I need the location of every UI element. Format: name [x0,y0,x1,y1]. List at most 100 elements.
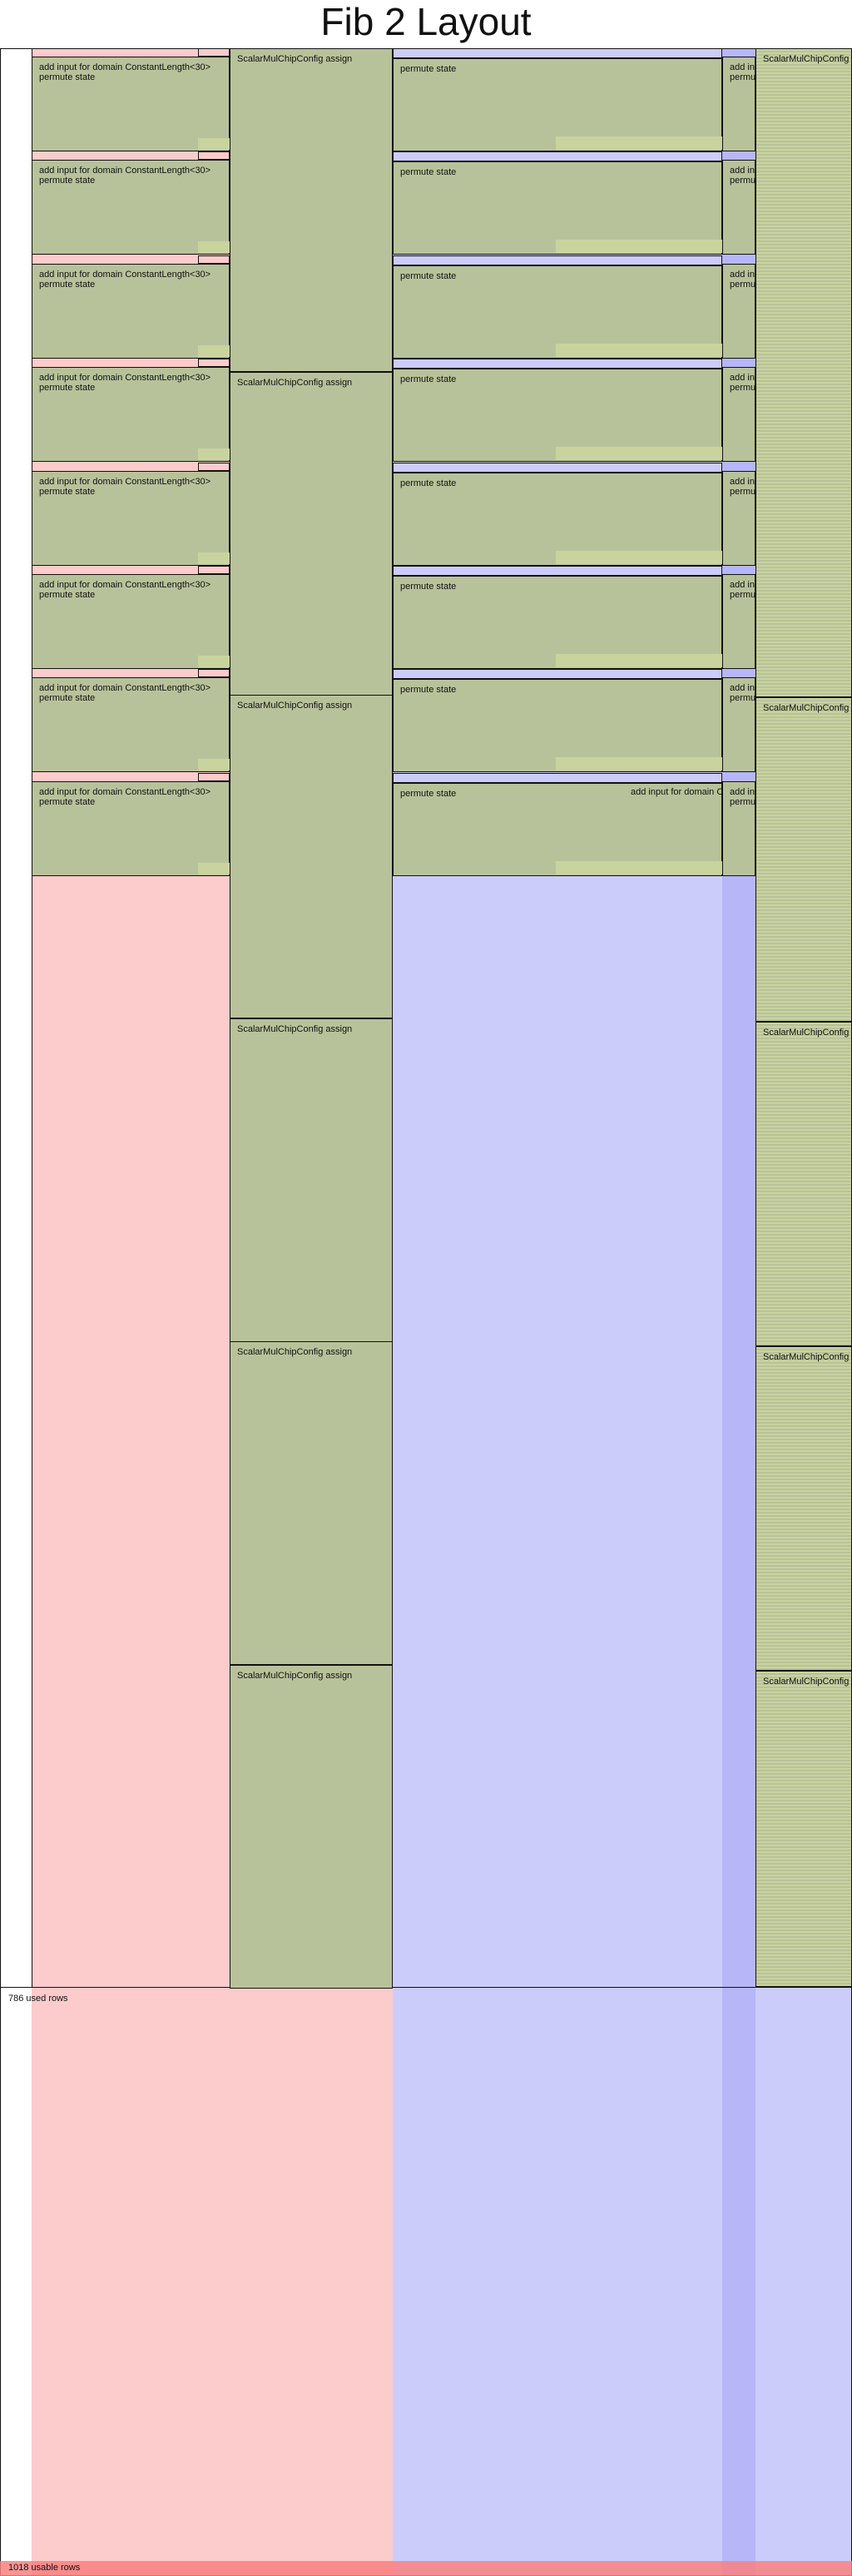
permute-region: permute state [393,473,722,566]
scalar-mul-right-region: ScalarMulChipConfig assign [755,1346,852,1671]
scalar-mul-right-region: ScalarMulChipConfig assign [755,697,852,1022]
add-input-narrow-region-label: add input for domain ConstantLength<30> [730,787,755,797]
add-input-narrow-region-sublabel: permute state [730,383,755,393]
add-input-region: add input for domain ConstantLength<30>p… [32,574,230,669]
add-input-separator [198,151,230,160]
add-input-region-sublabel: permute state [39,280,96,290]
add-input-region-sublabel: permute state [39,590,96,600]
permute-region-label: permute state [400,271,457,281]
add-input-region-label: add input for domain ConstantLength<30> [39,166,211,176]
add-input-narrow-region: add input for domain ConstantLength<30>p… [722,677,755,772]
usable-rows-label: 1018 usable rows [8,2563,81,2573]
region-shade [556,757,722,770]
add-input-separator [198,48,230,57]
used-rows-line [0,1987,852,1988]
scalar-mul-right-region: ScalarMulChipConfig assign [755,48,852,697]
add-input-narrow-region-label: add input for domain ConstantLength<30> [730,166,755,176]
scalar-mul-region: ScalarMulChipConfig assign [230,1341,393,1665]
add-input-region-sublabel: permute state [39,797,96,807]
add-input-narrow-region-label: add input for domain ConstantLength<30> [730,683,755,693]
add-input-narrow-region-label: add input for domain ConstantLength<30> [730,477,755,487]
used-rows-label: 786 used rows [8,1994,68,2004]
region-shade [198,759,230,770]
permute-region-label: permute state [400,167,457,177]
permute-region: permute state [393,679,722,772]
permute-region: permute state [393,161,722,255]
scalar-mul-right-region-label: ScalarMulChipConfig assign [763,1352,851,1362]
add-input-separator [198,359,230,367]
scalar-mul-right-region-label: ScalarMulChipConfig assign [763,1028,851,1038]
permute-header [393,151,722,161]
add-input-region-label: add input for domain ConstantLength<30> [39,477,211,487]
permute-region: permute state [393,576,722,669]
scalar-mul-region-label: ScalarMulChipConfig assign [237,378,353,388]
add-input-region-label: add input for domain ConstantLength<30> [39,270,211,280]
scalar-mul-region: ScalarMulChipConfig assign [230,1665,393,1989]
region-shade [198,241,230,253]
permute-region: permute state [393,369,722,462]
region-shade [198,345,230,357]
add-input-region: add input for domain ConstantLength<30>p… [32,160,230,255]
add-input-region-label: add input for domain ConstantLength<30> [39,787,211,797]
advice-column-1 [32,48,230,2576]
add-input-narrow-region-sublabel: permute state [730,797,755,807]
region-shade [198,138,230,150]
add-input-region-label: add input for domain ConstantLength<30> [39,373,211,383]
add-input-region-sublabel: permute state [39,176,96,186]
scalar-mul-region-label: ScalarMulChipConfig assign [237,1671,353,1681]
add-input-narrow-region-sublabel: permute state [730,487,755,497]
permute-region-label: permute state [400,374,457,384]
add-input-separator [198,669,230,677]
scalar-mul-region-label: ScalarMulChipConfig assign [237,1347,353,1357]
add-input-separator [198,566,230,574]
add-input-separator [198,255,230,264]
add-input-narrow-region-sublabel: permute state [730,72,755,82]
add-input-narrow-region: add input for domain ConstantLength<30>p… [722,574,755,669]
add-input-narrow-region: add input for domain ConstantLength<30>p… [722,367,755,462]
add-input-narrow-region-label: add input for domain ConstantLength<30> [730,270,755,280]
scalar-mul-right-region-label: ScalarMulChipConfig assign [763,54,851,64]
add-input-region-sublabel: permute state [39,72,96,82]
diagram-title: Fib 2 Layout [320,0,532,43]
region-shade [198,656,230,667]
region-shade [556,136,722,150]
add-input-region-label: add input for domain ConstantLength<30> [39,580,211,590]
permute-region-label: permute state [400,478,457,488]
scalar-mul-region: ScalarMulChipConfig assign [230,372,393,696]
permute-region-label: permute state [400,789,457,799]
scalar-mul-right-region: ScalarMulChipConfig assign [755,1022,852,1346]
region-shade [556,551,722,564]
add-input-narrow-region-label: add input for domain ConstantLength<30> [730,62,755,72]
permute-header [393,773,722,783]
permute-header [393,463,722,473]
permute-header [393,359,722,369]
permute-header [393,255,722,265]
add-input-narrow-region-sublabel: permute state [730,280,755,290]
permute-region: permute state [393,265,722,359]
add-input-narrow-region-sublabel: permute state [730,693,755,703]
region-shade [198,448,230,460]
add-input-region: add input for domain ConstantLength<30>p… [32,677,230,772]
scalar-mul-region: ScalarMulChipConfig assign [230,695,393,1018]
unusable-rows-band [0,2561,852,2576]
permute-header [393,566,722,576]
add-input-narrow-region-sublabel: permute state [730,176,755,186]
scalar-mul-region-label: ScalarMulChipConfig assign [237,1024,353,1034]
region-shade [556,654,722,667]
scalar-mul-right-region-label: ScalarMulChipConfig assign [763,1677,851,1687]
scalar-mul-region-label: ScalarMulChipConfig assign [237,54,353,64]
scalar-mul-region-label: ScalarMulChipConfig assign [237,701,353,711]
scalar-mul-right-region: ScalarMulChipConfig assign [755,1671,852,1987]
permute-region: permute state [393,783,722,876]
permute-header [393,48,722,58]
permute-region-label: permute state [400,582,457,592]
scalar-mul-right-region-label: ScalarMulChipConfig assign [763,703,851,713]
add-input-region-sublabel: permute state [39,487,96,497]
region-shade [198,552,230,564]
permute-region-label: permute state [400,685,457,695]
add-input-region: add input for domain ConstantLength<30>p… [32,367,230,462]
permute-header [393,669,722,679]
add-input-region: add input for domain ConstantLength<30>p… [32,57,230,151]
add-input-narrow-region: add input for domain ConstantLength<30>p… [722,471,755,566]
add-input-separator [198,463,230,471]
